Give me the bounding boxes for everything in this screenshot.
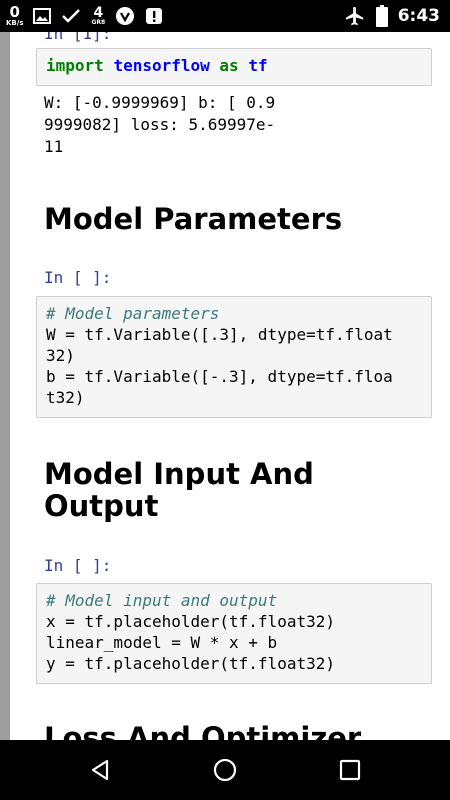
heading-line: Output [44, 489, 159, 523]
code-line: y = tf.placeholder(tf.float32) [46, 654, 335, 673]
check-icon [61, 8, 81, 24]
navigation-bar [0, 740, 450, 800]
cell-output: W: [-0.9999969] b: [ 0.9 9999082] loss: 5… [44, 92, 275, 158]
code-module: tensorflow [113, 56, 210, 75]
code-cell[interactable]: # Model input and output x = tf.placehold… [36, 583, 432, 684]
status-bar: 0 KB/s 4 GR8 6:43 [0, 0, 450, 32]
network-4g-icon: 4 GR8 [91, 6, 105, 26]
code-cell[interactable]: # Model parameters W = tf.Variable([.3], … [36, 296, 432, 418]
cell-prompt: In [ ]: [44, 268, 112, 287]
section-heading: Model Parameters [44, 202, 343, 236]
notification-icon [145, 7, 163, 25]
recents-button[interactable] [332, 752, 368, 788]
image-icon [33, 8, 52, 24]
output-line: W: [-0.9999969] b: [ 0.9 [44, 93, 276, 112]
cell-prompt: In [ ]: [44, 556, 112, 575]
code-line: W = tf.Variable([.3], dtype=tf.float [46, 325, 393, 344]
back-icon [91, 759, 109, 781]
code-line: t32) [46, 388, 85, 407]
battery-icon [375, 5, 388, 27]
code-keyword-as: as [219, 56, 239, 75]
cell-prompt: In [1]: [44, 32, 112, 43]
notebook-view[interactable]: In [1]: import tensorflow as tf W: [-0.9… [0, 32, 450, 740]
back-button[interactable] [82, 752, 118, 788]
heading-line: Model Input And [44, 457, 314, 491]
network-type: 4 [93, 5, 104, 21]
output-line: 9999082] loss: 5.69997e- [44, 115, 276, 134]
scroll-indicator [0, 32, 10, 740]
shield-icon [115, 6, 135, 26]
home-button[interactable] [207, 752, 243, 788]
network-sub: GR8 [91, 19, 106, 26]
code-line: b = tf.Variable([-.3], dtype=tf.floa [46, 367, 393, 386]
section-heading: Loss And Optimizer [44, 721, 362, 740]
code-comment: # Model parameters [46, 304, 220, 323]
airplane-icon [344, 5, 366, 27]
clock: 6:43 [397, 6, 440, 26]
data-rate-value: 0 [9, 3, 20, 21]
code-alias: tf [248, 56, 268, 75]
home-icon [213, 758, 237, 782]
code-line: linear_model = W * x + b [46, 633, 278, 652]
output-line: 11 [44, 137, 64, 156]
recents-icon [339, 759, 361, 781]
code-keyword: import [46, 56, 104, 75]
code-line: x = tf.placeholder(tf.float32) [46, 612, 335, 631]
code-line: 32) [46, 346, 75, 365]
data-rate-indicator: 0 KB/s [6, 5, 23, 27]
code-comment: # Model input and output [46, 591, 278, 610]
code-cell[interactable]: import tensorflow as tf [36, 48, 432, 86]
data-rate-unit: KB/s [6, 19, 24, 27]
